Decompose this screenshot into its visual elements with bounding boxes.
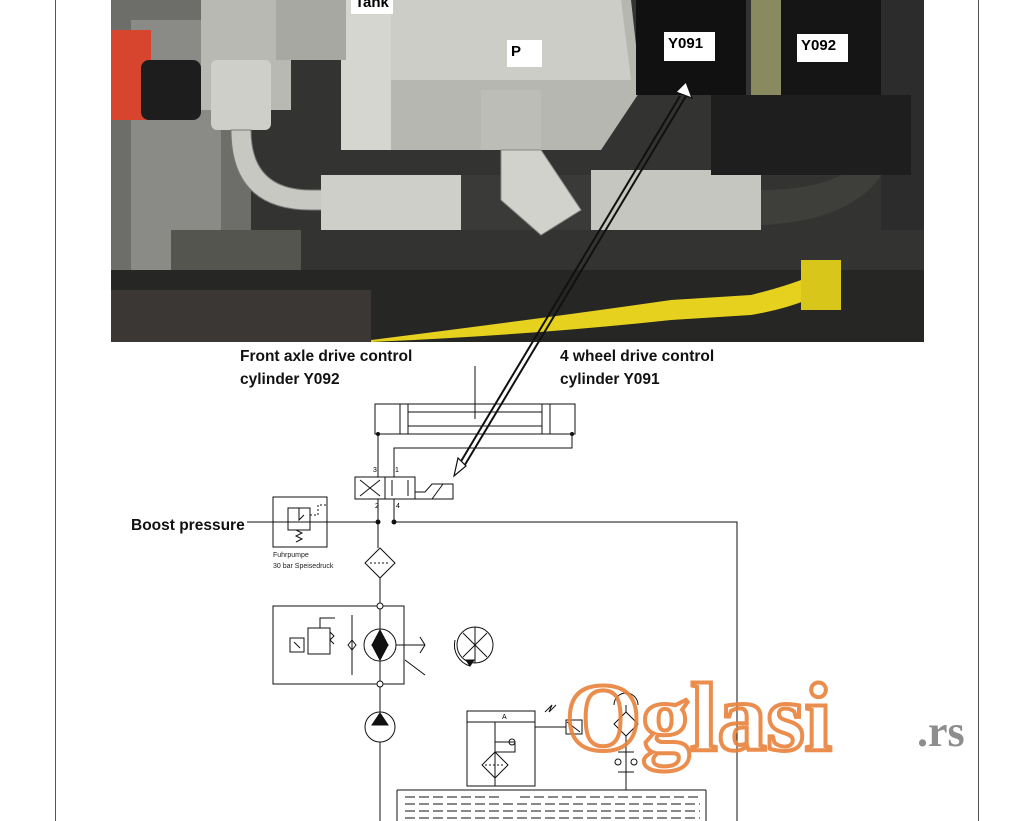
caption-four-wheel-line2: cylinder Y091	[560, 371, 660, 388]
page-border-right	[978, 0, 979, 821]
tank-breather-symbol	[613, 692, 639, 790]
caption-boost-pressure: Boost pressure	[131, 517, 245, 534]
caption-four-wheel-line1: 4 wheel drive control	[560, 348, 715, 365]
valve-port-3: 3	[373, 467, 377, 474]
pump-label-line2: 30 bar Speisedruck	[273, 563, 334, 570]
label-y092: Y092	[797, 34, 849, 62]
valve-port-2: 2	[375, 503, 379, 510]
filter-block-symbol	[466, 704, 583, 787]
rotation-symbol	[453, 626, 494, 667]
label-p: P	[507, 40, 543, 67]
label-y091: Y091	[664, 32, 716, 61]
hydraulic-pump-block	[272, 605, 426, 685]
page-border-left	[55, 0, 56, 821]
pump-label-line1: Fuhrpumpe	[273, 552, 309, 559]
label-tank: Tank	[351, 0, 393, 14]
arrowhead-bottom	[453, 456, 467, 478]
solenoid-valve-symbol	[354, 476, 454, 500]
photo-illustration	[111, 0, 924, 342]
control-cylinder-symbol	[374, 366, 576, 435]
caption-front-axle: Front axle drive control cylinder Y092	[240, 345, 412, 391]
arrowhead-top	[674, 80, 694, 100]
valve-port-1: 1	[395, 467, 399, 474]
filter-block-port-a: A	[502, 714, 507, 721]
tank-symbol	[396, 789, 707, 821]
pointer-arrow	[456, 95, 687, 469]
caption-front-axle-line2: cylinder Y092	[240, 371, 340, 388]
caption-four-wheel: 4 wheel drive control cylinder Y091	[560, 345, 714, 391]
caption-front-axle-line1: Front axle drive control	[240, 348, 413, 365]
boost-pressure-relief-valve	[272, 496, 328, 548]
valve-port-4: 4	[396, 503, 400, 510]
hydraulic-block-photo: Tank P Y091 Y092	[111, 0, 924, 342]
